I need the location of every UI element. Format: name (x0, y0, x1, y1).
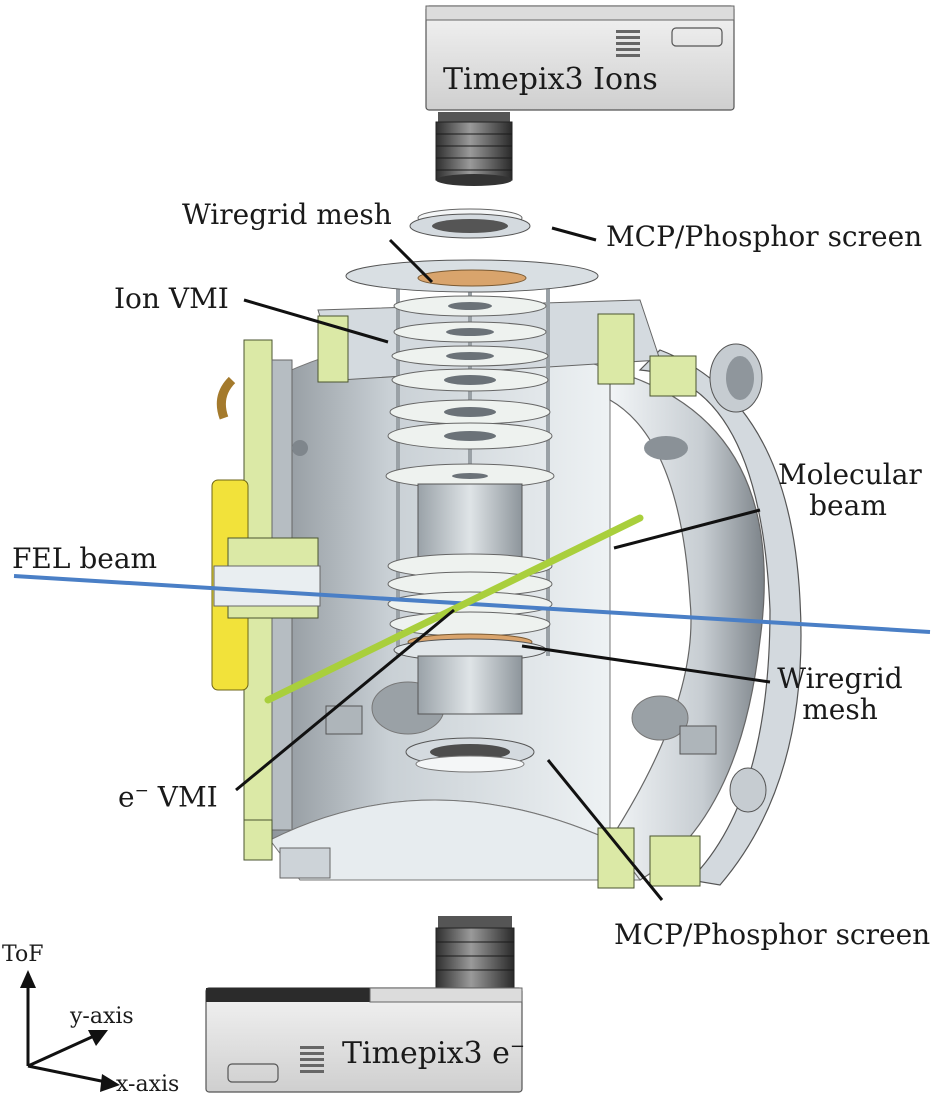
vent-icon (300, 1046, 324, 1073)
vacuum-chamber (211, 299, 802, 889)
y-axis-label: y-axis (70, 1004, 134, 1029)
fel-beam-label: FEL beam (12, 542, 158, 575)
mcp-bottom-label: MCP/Phosphor screen (614, 918, 931, 951)
wiregrid-top-label: Wiregrid mesh (182, 198, 392, 231)
vent-icon (616, 30, 640, 57)
leader-lines (235, 226, 771, 901)
wiregrid-bottom-label: Wiregrid mesh (777, 662, 903, 726)
top-camera (425, 5, 735, 186)
e-vmi-label: e− VMI (118, 780, 218, 814)
mcp-top-label: MCP/Phosphor screen (606, 220, 923, 253)
ion-vmi-label: Ion VMI (114, 282, 229, 315)
vmi-stack (345, 208, 599, 773)
bottom-camera (205, 916, 523, 1093)
molecular-beam-label: Molecular beam (778, 458, 922, 522)
tof-axis-label: ToF (2, 942, 44, 967)
axes-triad (20, 970, 120, 1092)
molecular-beam-line (264, 514, 644, 704)
top-camera-label: Timepix3 Ions (443, 62, 658, 97)
x-axis-label: x-axis (116, 1072, 180, 1097)
bottom-camera-label: Timepix3 e− (342, 1036, 525, 1071)
